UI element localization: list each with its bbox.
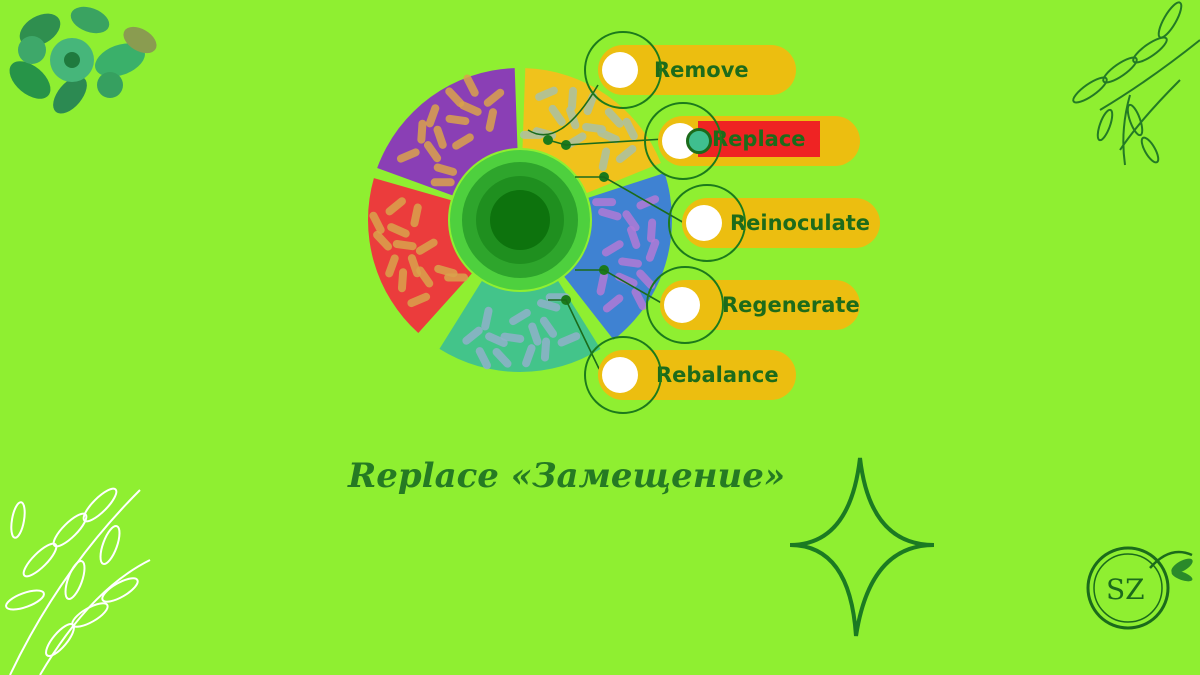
step-bullet: [602, 52, 638, 88]
step-ring: [584, 31, 662, 109]
step-bullet: [664, 287, 700, 323]
step-bullet: [686, 205, 722, 241]
connector-regenerate: [575, 269, 666, 306]
segment-pattern-yellow: [519, 86, 638, 172]
wheel-segment-teal: [439, 281, 601, 372]
wheel-segment-blue: [564, 173, 672, 340]
connector-node: [543, 135, 553, 145]
segment-pattern-blue: [592, 195, 660, 313]
logo-text: SZ: [1106, 573, 1145, 606]
connector-reinoculate: [575, 176, 687, 225]
connector-lines: [527, 84, 687, 376]
caption-title: Replace «Замещение»: [348, 456, 786, 496]
logo-icon: [1086, 546, 1193, 630]
fern-icon: [5, 487, 151, 675]
leaf-cluster-icon: [9, 6, 157, 114]
connector-remove: [527, 84, 599, 136]
step-label-regenerate: Regenerate: [722, 293, 860, 317]
segment-pattern-red: [369, 197, 469, 308]
microbiome-wheel: [367, 68, 672, 372]
connector-replace: [547, 138, 665, 146]
step-ring: [646, 266, 724, 344]
wheel-segment-purple: [377, 68, 518, 196]
step-label-reinoculate: Reinoculate: [730, 211, 871, 235]
segment-pattern-purple: [396, 74, 505, 187]
step-bullet: [602, 357, 638, 393]
wheel-center: [450, 150, 590, 290]
branch-icon: [1072, 1, 1200, 166]
step-label-remove: Remove: [654, 58, 749, 82]
step-ring: [584, 336, 662, 414]
step-label-rebalance: Rebalance: [656, 363, 779, 387]
sparkle-star-icon: [789, 457, 935, 637]
wheel-segment-red: [367, 178, 472, 333]
segment-pattern-teal: [462, 293, 581, 370]
step-ring: [668, 184, 746, 262]
step-ring: [644, 102, 722, 180]
active-step-indicator: [686, 128, 712, 154]
connector-rebalance: [548, 299, 603, 376]
